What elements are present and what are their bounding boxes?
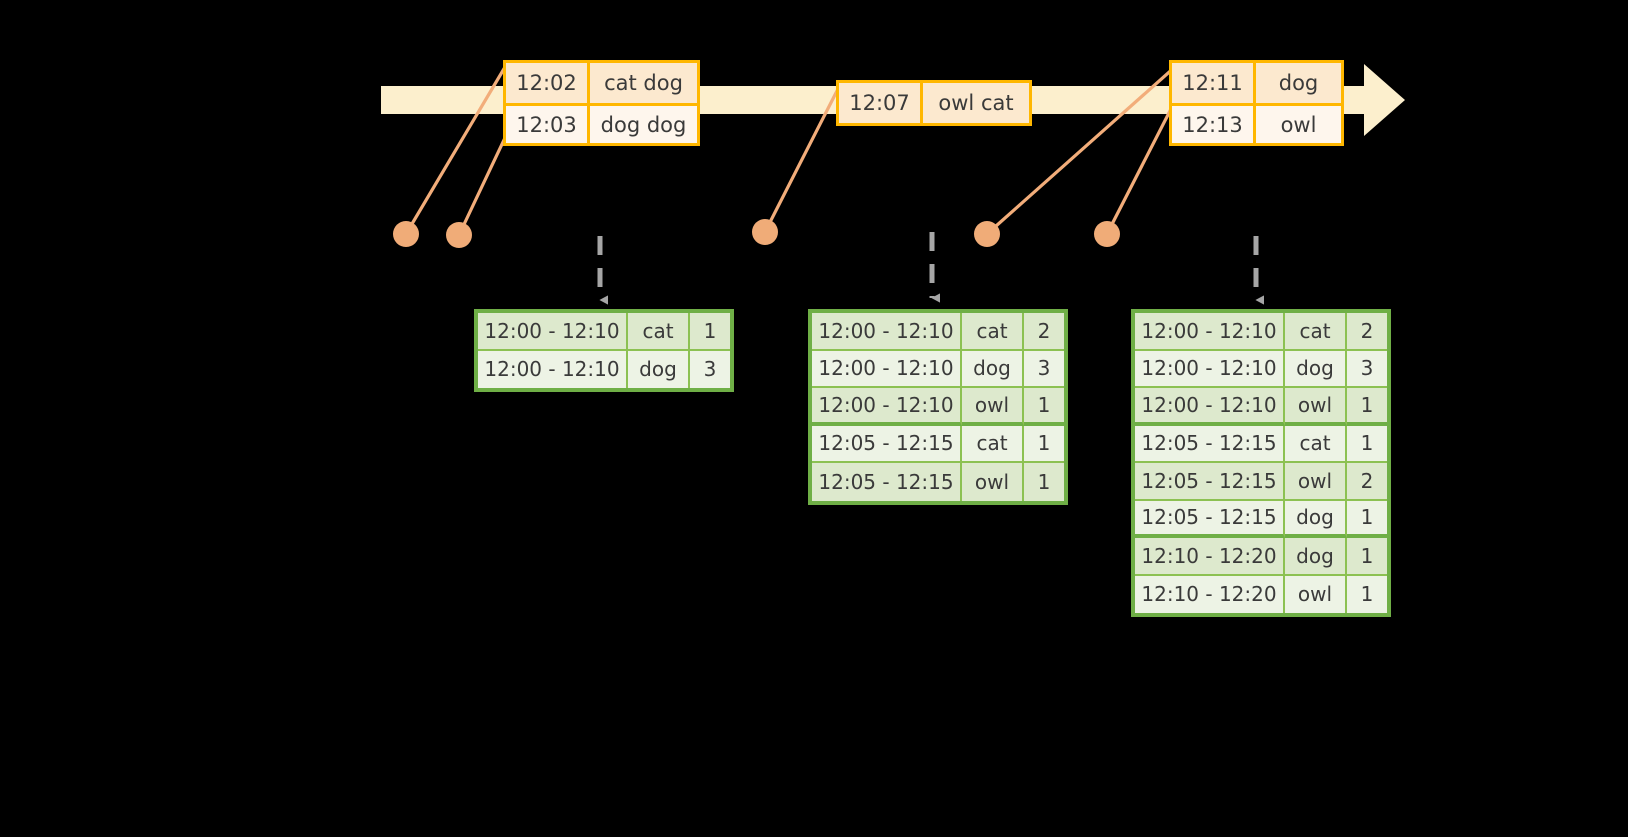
connector-line-3 [763,81,843,234]
event-words: owl [1256,106,1341,143]
count-cell: 2 [1024,313,1064,351]
event-row[interactable]: 12:02 cat dog [506,63,697,103]
window-cell: 12:10 - 12:20 [1135,538,1285,576]
count-cell: 1 [1024,463,1064,501]
event-row[interactable]: 12:03 dog dog [506,103,697,143]
window-cell: 12:05 - 12:15 [1135,463,1285,501]
count-cell: 1 [1347,388,1387,426]
count-cell: 1 [1347,425,1387,463]
window-cell: 12:10 - 12:20 [1135,575,1285,613]
event-words: dog dog [590,106,697,143]
word-cell: dog [1285,500,1347,538]
window-cell: 12:00 - 12:10 [478,350,628,388]
event-time: 12:07 [839,83,923,123]
window-cell: 12:05 - 12:15 [812,463,962,501]
dashed-arrows [597,232,1264,305]
table-row[interactable]: 12:05 - 12:15 owl 1 [812,463,1064,501]
table-row[interactable]: 12:00 - 12:10 dog 3 [1135,350,1387,388]
word-cell: owl [1285,388,1347,426]
event-row[interactable]: 12:07 owl cat [839,83,1029,123]
table-row[interactable]: 12:00 - 12:10 owl 1 [1135,388,1387,426]
connector-dots [393,219,1120,248]
event-group-1[interactable]: 12:02 cat dog 12:03 dog dog [503,60,700,146]
window-cell: 12:00 - 12:10 [1135,388,1285,426]
result-table-2[interactable]: 12:00 - 12:10 cat 2 12:00 - 12:10 dog 3 … [808,309,1068,505]
connector-line-1 [404,60,510,236]
event-row[interactable]: 12:13 owl [1172,103,1341,143]
word-cell: cat [962,425,1024,463]
connector-dot-4 [974,221,1000,247]
count-cell: 1 [1347,500,1387,538]
word-cell: owl [1285,463,1347,501]
count-cell: 1 [1024,388,1064,426]
event-time: 12:13 [1172,106,1256,143]
window-cell: 12:05 - 12:15 [1135,425,1285,463]
event-words: owl cat [923,83,1029,123]
word-cell: dog [628,350,690,388]
count-cell: 3 [690,350,730,388]
connector-dot-5 [1094,221,1120,247]
connector-dot-2 [446,222,472,248]
table-row[interactable]: 12:10 - 12:20 owl 1 [1135,575,1387,613]
table-row[interactable]: 12:10 - 12:20 dog 1 [1135,538,1387,576]
count-cell: 1 [1024,425,1064,463]
count-cell: 3 [1347,350,1387,388]
word-cell: cat [628,313,690,351]
window-cell: 12:00 - 12:10 [812,313,962,351]
word-cell: cat [962,313,1024,351]
window-cell: 12:05 - 12:15 [812,425,962,463]
window-cell: 12:00 - 12:10 [812,350,962,388]
word-cell: dog [1285,538,1347,576]
word-cell: owl [1285,575,1347,613]
event-group-3[interactable]: 12:11 dog 12:13 owl [1169,60,1344,146]
word-cell: dog [962,350,1024,388]
table-row[interactable]: 12:05 - 12:15 cat 1 [812,425,1064,463]
count-cell: 2 [1347,463,1387,501]
event-words: cat dog [590,63,697,103]
table-row[interactable]: 12:00 - 12:10 cat 2 [812,313,1064,351]
window-cell: 12:05 - 12:15 [1135,500,1285,538]
word-cell: owl [962,388,1024,426]
table-row[interactable]: 12:05 - 12:15 cat 1 [1135,425,1387,463]
window-cell: 12:00 - 12:10 [1135,350,1285,388]
event-time: 12:11 [1172,63,1256,103]
table-row[interactable]: 12:05 - 12:15 owl 2 [1135,463,1387,501]
count-cell: 1 [1347,538,1387,576]
count-cell: 1 [1347,575,1387,613]
table-row[interactable]: 12:00 - 12:10 cat 2 [1135,313,1387,351]
word-cell: cat [1285,425,1347,463]
connector-dot-3 [752,219,778,245]
table-row[interactable]: 12:00 - 12:10 owl 1 [812,388,1064,426]
event-row[interactable]: 12:11 dog [1172,63,1341,103]
table-row[interactable]: 12:00 - 12:10 dog 3 [478,350,730,388]
connector-line-5 [1105,103,1175,236]
word-cell: cat [1285,313,1347,351]
table-row[interactable]: 12:05 - 12:15 dog 1 [1135,500,1387,538]
event-time: 12:02 [506,63,590,103]
event-time: 12:03 [506,106,590,143]
event-words: dog [1256,63,1341,103]
window-cell: 12:00 - 12:10 [1135,313,1285,351]
count-cell: 2 [1347,313,1387,351]
count-cell: 3 [1024,350,1064,388]
word-cell: owl [962,463,1024,501]
word-cell: dog [1285,350,1347,388]
result-table-3[interactable]: 12:00 - 12:10 cat 2 12:00 - 12:10 dog 3 … [1131,309,1391,617]
count-cell: 1 [690,313,730,351]
window-cell: 12:00 - 12:10 [812,388,962,426]
table-row[interactable]: 12:00 - 12:10 cat 1 [478,313,730,351]
table-row[interactable]: 12:00 - 12:10 dog 3 [812,350,1064,388]
result-table-1[interactable]: 12:00 - 12:10 cat 1 12:00 - 12:10 dog 3 [474,309,734,392]
connector-dot-1 [393,221,419,247]
window-cell: 12:00 - 12:10 [478,313,628,351]
event-group-2[interactable]: 12:07 owl cat [836,80,1032,126]
